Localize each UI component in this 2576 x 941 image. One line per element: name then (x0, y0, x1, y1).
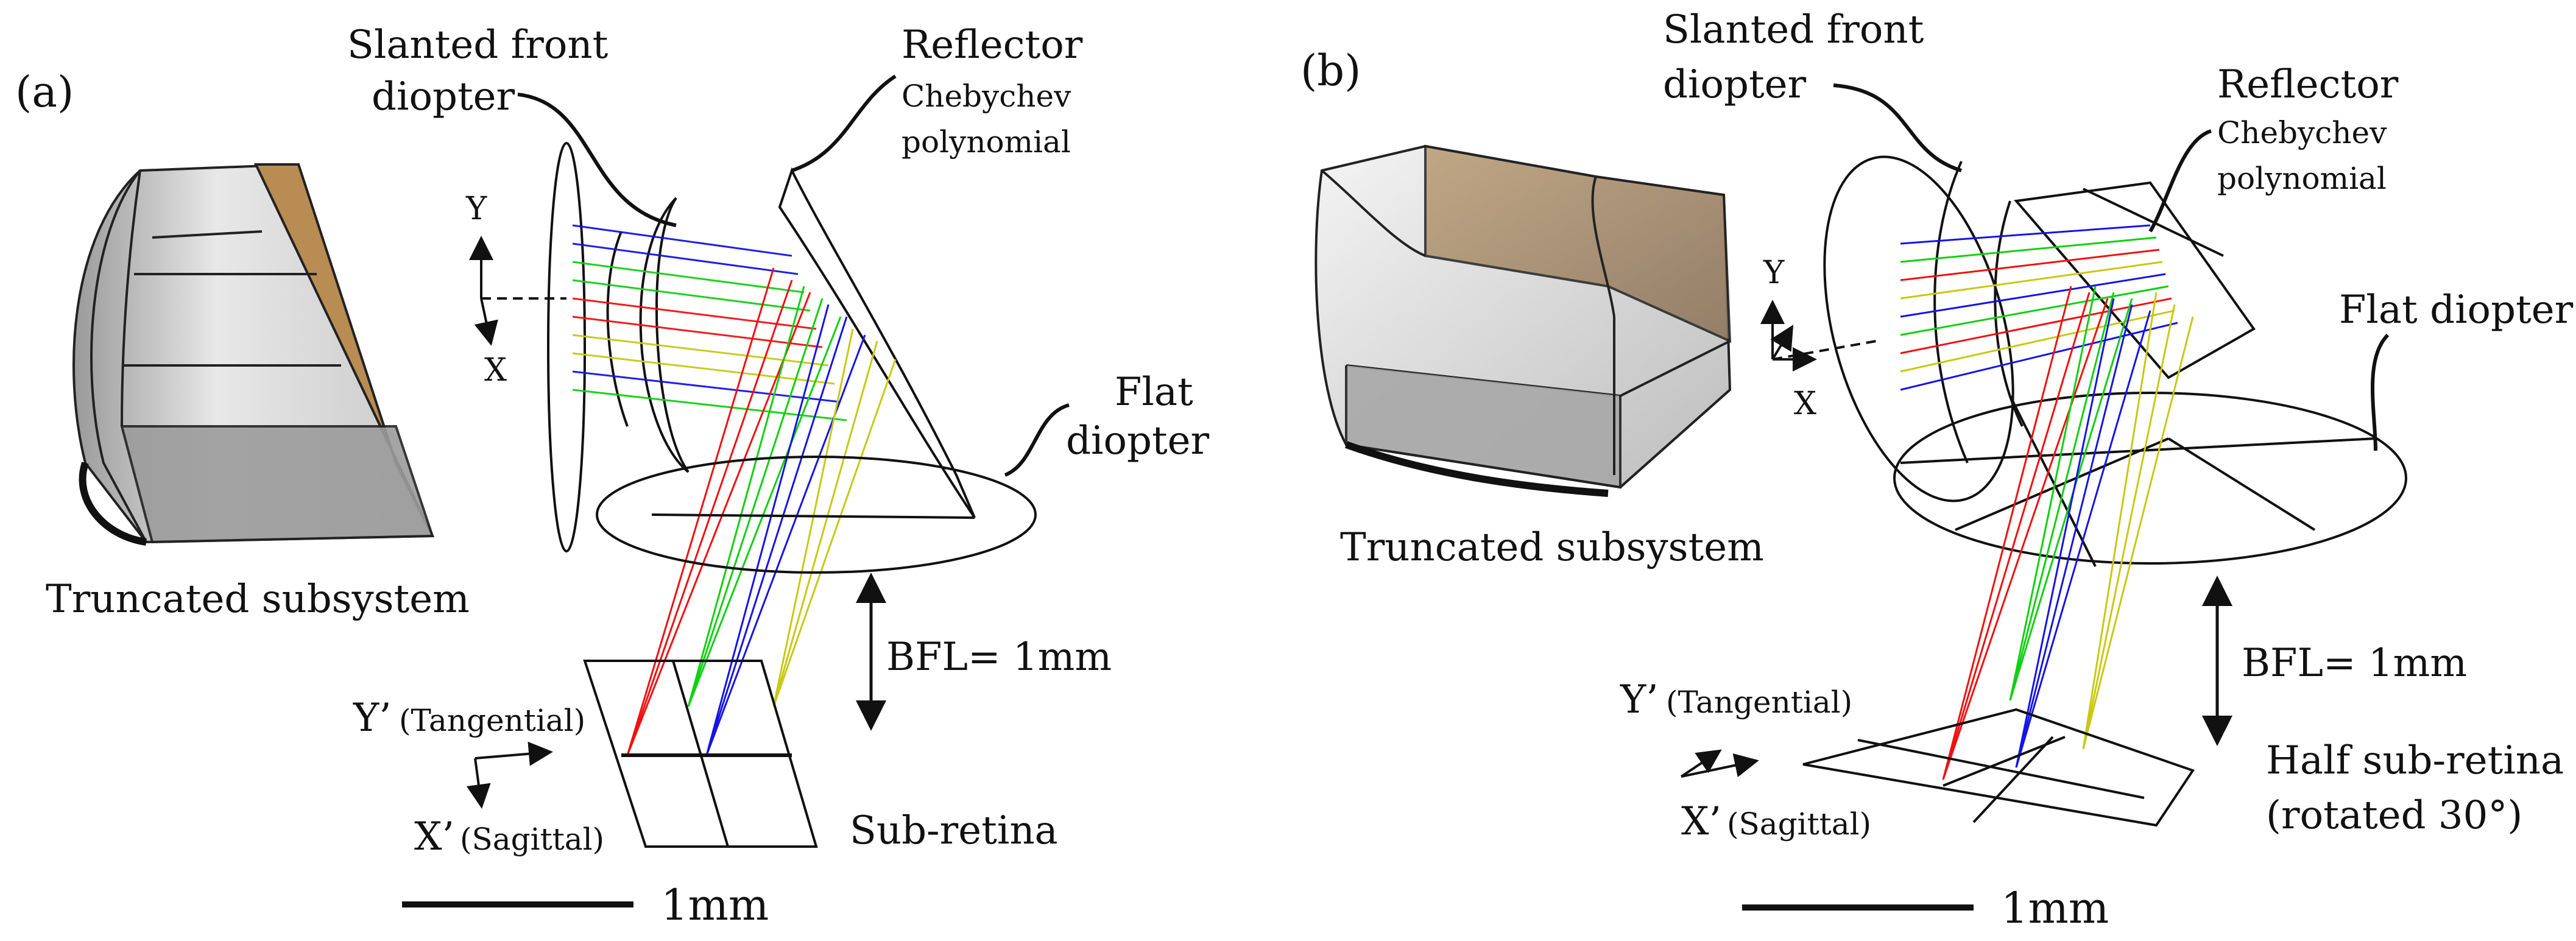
axis-y-a: Y (465, 191, 487, 227)
slanted-front-label-a: Slanted front (347, 23, 609, 68)
flat-label-a: Flat (1115, 370, 1193, 415)
subretina-label-a: Sub-retina (850, 808, 1058, 853)
panel-a: (a) Truncated subsystem Slanted front di… (15, 23, 1210, 930)
reflector-label-a: Reflector (902, 23, 1083, 68)
xprime-label-b: X’ (1681, 799, 1721, 844)
ray-bundle-b (1900, 224, 2178, 391)
slanted-front-label-b2: diopter (1663, 62, 1807, 107)
ray-bundle-a (572, 224, 847, 421)
chebychev-label-a: Chebychev (902, 79, 1071, 114)
yprime-label-a: Y’ (353, 696, 392, 741)
subretina-a (583, 660, 818, 848)
slanted-front-label-a2: diopter (372, 74, 515, 119)
xprime-label-a: X’ (414, 814, 454, 859)
half-subretina-label-b: Half sub-retina (2266, 738, 2564, 783)
half-subretina-b (1802, 708, 2195, 827)
truncated-subsystem-a (72, 163, 435, 546)
tangential-label-a: (Tangential) (399, 703, 585, 738)
rotated-label-b: (rotated 30°) (2266, 793, 2522, 838)
sagittal-label-a: (Sagittal) (460, 822, 604, 857)
tangential-label-b: (Tangential) (1666, 685, 1852, 720)
yprime-label-b: Y’ (1620, 677, 1659, 722)
sagittal-label-b: (Sagittal) (1727, 806, 1871, 842)
panel-b: (b) Truncated subsystem Slanted front di… (1300, 7, 2574, 933)
truncated-label-a: Truncated subsystem (46, 577, 470, 622)
bfl-label-b: BFL= 1mm (2242, 641, 2467, 686)
scale-label-a: 1mm (661, 880, 769, 930)
bfl-label-a: BFL= 1mm (886, 635, 1112, 680)
polynomial-label-b: polynomial (2217, 161, 2387, 196)
flat-label-a2: diopter (1066, 418, 1210, 463)
scale-label-b: 1mm (2001, 883, 2109, 933)
focus-rays-a (626, 267, 897, 756)
axis-x-b: X (1794, 386, 1816, 422)
axis-x-a: X (484, 352, 507, 389)
truncated-label-b: Truncated subsystem (1340, 525, 1764, 570)
panel-a-tag: (a) (15, 67, 74, 117)
truncated-subsystem-b (1314, 144, 1732, 497)
polynomial-label-a: polynomial (902, 124, 1071, 160)
focus-rays-b (1942, 286, 2194, 780)
chebychev-label-b: Chebychev (2217, 115, 2387, 150)
flat-label-b: Flat diopter (2339, 287, 2574, 333)
slanted-front-label-b: Slanted front (1663, 7, 1924, 52)
axis-y-b: Y (1763, 255, 1785, 291)
reflector-label-b: Reflector (2217, 62, 2399, 107)
panel-b-tag: (b) (1300, 46, 1361, 96)
